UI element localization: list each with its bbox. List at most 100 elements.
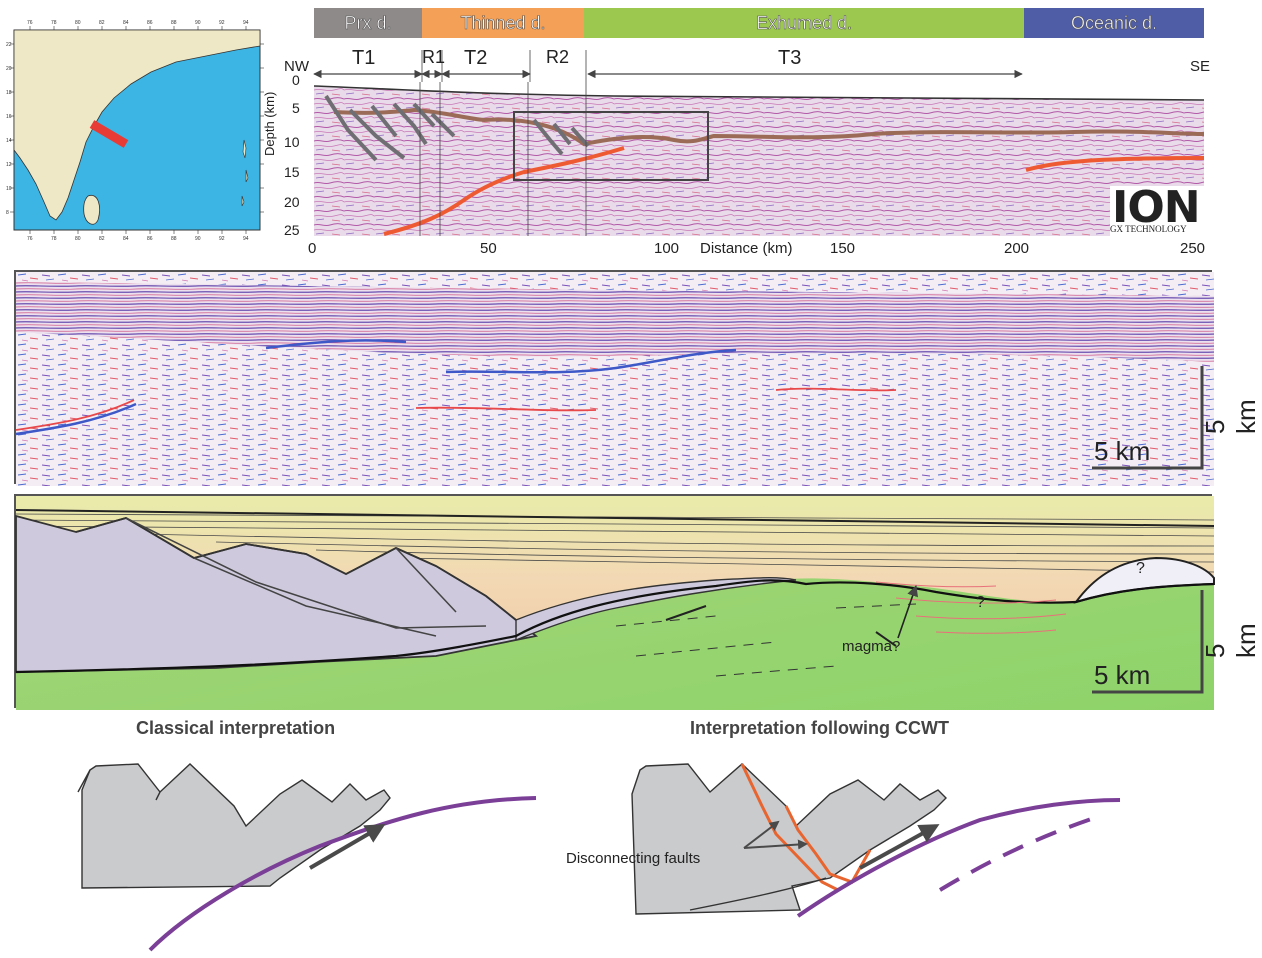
map-lon-label: 90 — [195, 20, 201, 26]
zoom-box — [513, 111, 709, 181]
fault-pointer-1 — [743, 820, 780, 849]
orientation-se: SE — [1190, 58, 1211, 75]
depth-tick-5: 5 — [292, 100, 300, 116]
map-lon-label: 92 — [219, 236, 225, 242]
map-lon-label: 86 — [147, 236, 153, 242]
distance-tick-100: 100 — [654, 240, 680, 257]
ccwt-motion-arrow — [859, 824, 940, 870]
map-lon-label: 84 — [123, 20, 129, 26]
seismic-scale-bar — [1092, 366, 1204, 470]
domain-exhumed: Exhumed d. — [584, 8, 1024, 38]
depth-tick-0: 0 — [292, 72, 300, 88]
distance-tick-250: 250 — [1180, 240, 1206, 257]
andaman-islands — [242, 139, 247, 159]
distance-tick-0: 0 — [308, 240, 317, 257]
map-lon-label: 82 — [99, 236, 105, 242]
map-lon-label: 86 — [147, 20, 153, 26]
map-lon-label: 90 — [195, 236, 201, 242]
classical-detachment — [148, 796, 537, 952]
depth-profile — [313, 82, 1205, 236]
map-lon-label: 84 — [123, 236, 129, 242]
section-t2-label: T2 — [464, 47, 488, 69]
fault-pointer-2 — [743, 839, 808, 850]
map-lon-label: 76 — [27, 236, 33, 242]
classical-blocks — [81, 763, 391, 889]
interpretation-panel: magma? ? ? 5 km 5 km — [14, 494, 1261, 710]
ccwt-dashed-detachment — [938, 814, 1101, 892]
distance-tick-50: 50 — [480, 240, 497, 257]
depth-axis-title: Depth (km) — [262, 91, 277, 156]
map-lat-label: 16 — [6, 114, 12, 120]
magma-arrow — [897, 584, 918, 639]
depth-tick-10: 10 — [284, 134, 300, 150]
depth-tick-15: 15 — [284, 164, 300, 180]
domain-exhumed-label: Exhumed d. — [755, 13, 853, 34]
map-lon-label: 94 — [243, 20, 249, 26]
magma-label: magma? — [842, 638, 901, 655]
ccwt-sketch — [631, 763, 1121, 918]
map-lon-label: 78 — [51, 236, 57, 242]
ion-logo-subtext: GX TECHNOLOGY — [1110, 224, 1187, 234]
map-lat-label: 14 — [6, 138, 12, 144]
interp-scale-v-label: 5 km — [1200, 623, 1261, 658]
seismic-panel: 5 km 5 km — [14, 270, 1261, 486]
map-lon-label: 88 — [171, 20, 177, 26]
interp-scale-h-label: 5 km — [1094, 660, 1151, 690]
map-lat-label: 10 — [6, 186, 12, 192]
question-mark-upper: ? — [1136, 560, 1145, 577]
map-lon-label: 80 — [75, 20, 81, 26]
depth-tick-20: 20 — [284, 194, 300, 210]
classical-sketch — [77, 763, 537, 952]
ccwt-blocks — [631, 763, 947, 915]
map-lon-label: 78 — [51, 20, 57, 26]
map-lon-label: 80 — [75, 236, 81, 242]
classical-title: Classical interpretation — [136, 718, 336, 738]
domain-thinned: Thinned d. — [422, 8, 584, 38]
disconnecting-faults-label: Disconnecting faults — [566, 850, 701, 867]
map-lon-label: 88 — [171, 236, 177, 242]
distance-tick-150: 150 — [830, 240, 856, 257]
interp-scale-bar — [1092, 590, 1204, 694]
map-lat-label: 12 — [6, 162, 12, 168]
fault-2 — [784, 805, 872, 884]
seismic-scale-h-label: 5 km — [1094, 436, 1151, 466]
distance-tick-200: 200 — [1004, 240, 1030, 257]
distance-axis-title: Distance (km) — [700, 240, 793, 257]
ion-logo: ION GX TECHNOLOGY — [1110, 182, 1208, 236]
classical-motion-arrow — [308, 823, 386, 870]
map-lon-label: 94 — [243, 236, 249, 242]
section-t1-label: T1 — [352, 47, 376, 69]
section-t3-label: T3 — [778, 47, 802, 69]
map-lat-label: 18 — [6, 90, 12, 96]
location-map: 76 76 78 78 80 80 82 82 84 84 86 86 88 88 90 90 92 92 94 94… — [6, 20, 268, 242]
fault-lines — [324, 94, 590, 162]
oceanic-moho-line — [1025, 156, 1205, 172]
map-lon-label: 82 — [99, 20, 105, 26]
map-lat-label: 8 — [6, 210, 9, 216]
fault-1 — [740, 763, 839, 892]
seismic-panel-svg — [15, 272, 1214, 486]
moho-line — [383, 146, 625, 236]
domain-oceanic: Oceanic d. — [1024, 8, 1204, 38]
ccwt-detachment — [796, 798, 1121, 918]
map-lon-label: 92 — [219, 20, 225, 26]
india-landmass — [13, 29, 261, 221]
profile-location-line — [89, 120, 129, 148]
map-lat-label: 20 — [6, 66, 12, 72]
sri-lanka — [83, 194, 100, 225]
ccwt-title: Interpretation following CCWT — [690, 718, 949, 738]
domain-proximal-label: Prx d. — [344, 13, 392, 34]
map-lat-label: 22 — [6, 42, 12, 48]
orientation-nw: NW — [284, 58, 309, 75]
domain-oceanic-label: Oceanic d. — [1070, 13, 1158, 34]
question-mark-lower: ? — [976, 594, 985, 611]
map-lon-label: 76 — [27, 20, 33, 26]
ion-logo-text: ION — [1112, 182, 1201, 233]
depth-profile-svg — [313, 82, 1205, 236]
seismic-scale-v-label: 5 km — [1200, 399, 1261, 434]
section-r2-label: R2 — [546, 47, 570, 67]
location-map-svg: 76 76 78 78 80 80 82 82 84 84 86 86 88 88 90 90 92 92 94 94… — [6, 20, 264, 242]
interpretation-panel-svg — [15, 496, 1215, 710]
domain-proximal: Prx d. — [314, 8, 422, 38]
section-r1-label: R1 — [422, 47, 446, 67]
